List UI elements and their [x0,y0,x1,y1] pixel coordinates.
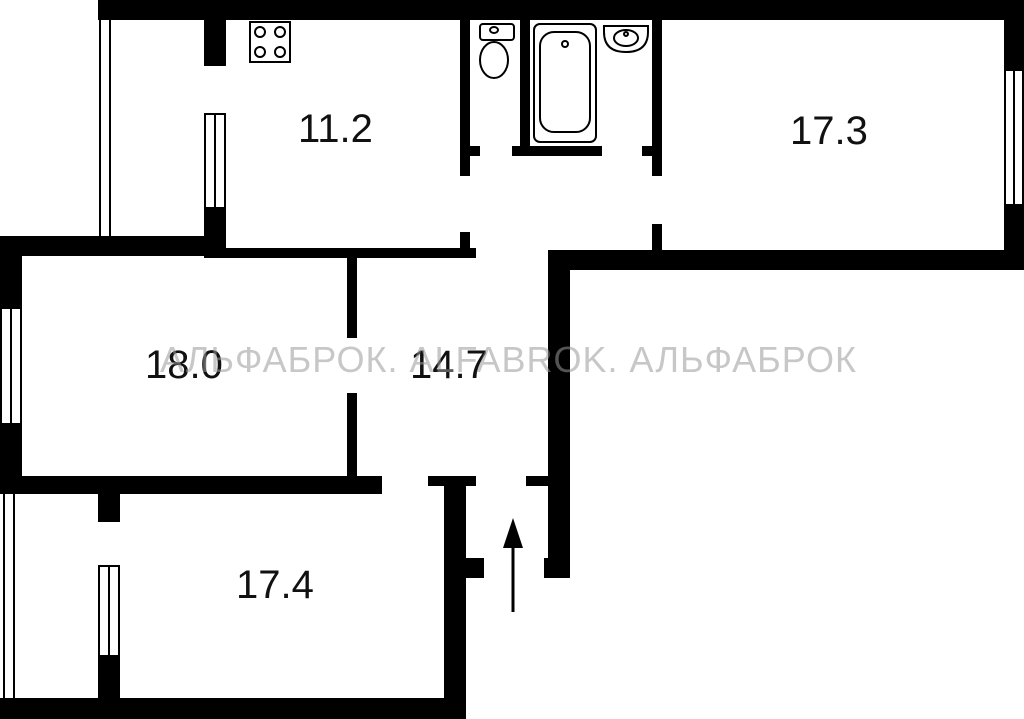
sink-icon [603,25,649,54]
wall-right-upper [1004,0,1024,70]
wall-bath-left [460,20,470,146]
watermark: АЛЬФАБРОК. ALFABROK. АЛЬФАБРОК [160,339,857,380]
wall-17-4-stub [444,558,484,578]
room-label-18-0: 18.0 [145,343,223,387]
wall-17-4-left-top [98,476,120,522]
wall-kitchen-left-top [204,20,226,66]
wall-17-3-bottom [548,250,1024,270]
wall-hall-right-stub [544,558,570,578]
wall-17-3-left-lower [652,224,662,258]
wall-top [98,0,1024,20]
wall-kitchen-door-stub [460,232,470,256]
wall-hall-bottom-right [526,476,570,486]
wall-bath-right [652,20,662,176]
wall-kitchen-bottom [204,248,476,258]
room-label-17-3: 17.3 [790,109,868,153]
wall-18-left-top [0,236,22,308]
wall-bath-left-lower [460,146,470,176]
wall-hall-right [548,250,570,578]
room-label-hall: 14.7 [410,343,488,387]
room-label-17-4: 17.4 [236,563,314,607]
wall-18-top [0,236,226,256]
bathtub-icon [533,23,597,143]
windows [0,20,1024,698]
toilet-icon [479,23,515,79]
wall-bottom [0,698,466,719]
wall-18-bottom [0,476,382,494]
entrance-arrow-icon [503,518,523,612]
wall-18-hall-bottom [347,393,357,483]
stove-icon [249,21,291,63]
wall-17-4-left-bottom [98,656,120,700]
wall-17-4-right [444,476,466,719]
wall-bath-mid [520,20,530,146]
room-label-kitchen: 11.2 [298,107,373,151]
wall-18-hall-top [347,256,357,338]
wall-bath-right-stub [642,146,662,156]
wall-bath-bottom [512,146,602,156]
